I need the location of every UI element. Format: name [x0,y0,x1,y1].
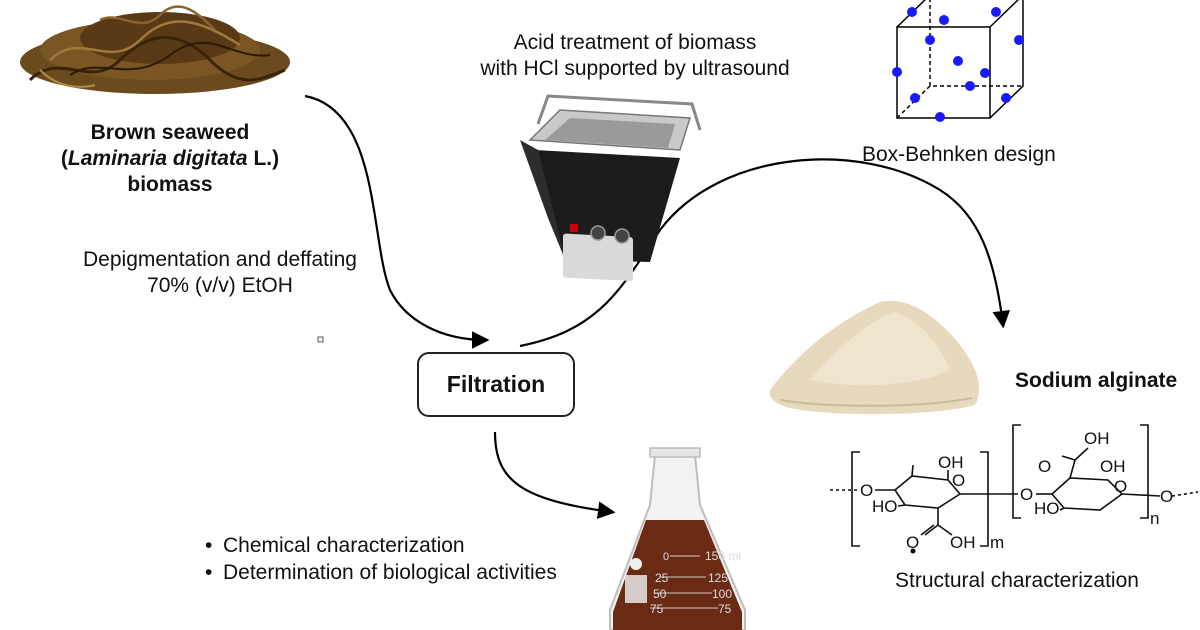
ultrasonic-bath-image [520,94,702,282]
o-ring-2: O [1114,477,1127,496]
oh-label-1: OH [938,453,964,472]
seaweed-image [20,5,290,94]
bullet-chemical: Chemical characterization [205,532,557,559]
flask-mark-25: 25 [655,571,669,585]
o-right: O [1160,487,1173,506]
o-left: O [860,481,873,500]
alginate-structure [830,424,1199,547]
flask-mark-0: 0 [663,551,669,563]
subscript-n: n [1150,509,1159,528]
ho-label-2: HO [1034,499,1060,518]
seaweed-line3: biomass [127,173,213,196]
flask-mark-75-left: 75 [650,602,664,616]
bullet-biological: Determination of biological activities [205,559,557,586]
stray-dot [910,548,916,554]
filtration-box: Filtration [417,352,575,417]
subscript-m: m [990,533,1004,552]
o-double-2: O [1038,457,1051,476]
seaweed-label: Brown seaweed (Laminaria digitata L.) bi… [55,120,285,198]
o-double-1: O [906,533,919,552]
oh-label-4: OH [1100,457,1126,476]
flask-mark-75-right: 75 [718,602,732,616]
seaweed-line1: Brown seaweed [90,121,250,144]
box-behnken-label: Box-Behnken design [862,143,1056,166]
flask-mark-125: 125 [708,571,728,585]
structural-characterization-label: Structural characterization [895,569,1139,592]
design-points [892,7,1024,122]
depigmentation-label: Depigmentation and deffating 70% (v/v) E… [83,248,357,297]
seaweed-line2: (Laminaria digitata L.) [60,147,280,170]
o-link: O [1020,485,1033,504]
structure-labels: O OH O HO O OH m O OH O OH O HO n O [860,429,1173,552]
arrow-seaweed-to-filtration [304,94,490,349]
oh-label-3: OH [1084,429,1110,448]
sodium-alginate-label: Sodium alginate [1015,369,1178,392]
ho-label-1: HO [872,497,898,516]
characterization-list: Chemical characterization Determination … [205,532,557,586]
acid-treatment-label: Acid treatment of biomass with HCl suppo… [480,31,790,80]
flask-mark-100: 100 [712,587,732,601]
arrow-filtration-to-flask [493,431,616,519]
o-ring-1: O [952,471,965,490]
flask-mark-150ml: 150 ml [705,549,741,563]
flask-image: 0 150 ml 25 125 50 100 75 75 [609,447,746,630]
stray-square [317,336,324,343]
alginate-powder-image [769,300,980,415]
arrow-filtration-to-alginate [519,158,1011,348]
flask-mark-50: 50 [653,587,667,601]
species-name: Laminaria digitata [67,147,248,170]
oh-label-2: OH [950,533,976,552]
